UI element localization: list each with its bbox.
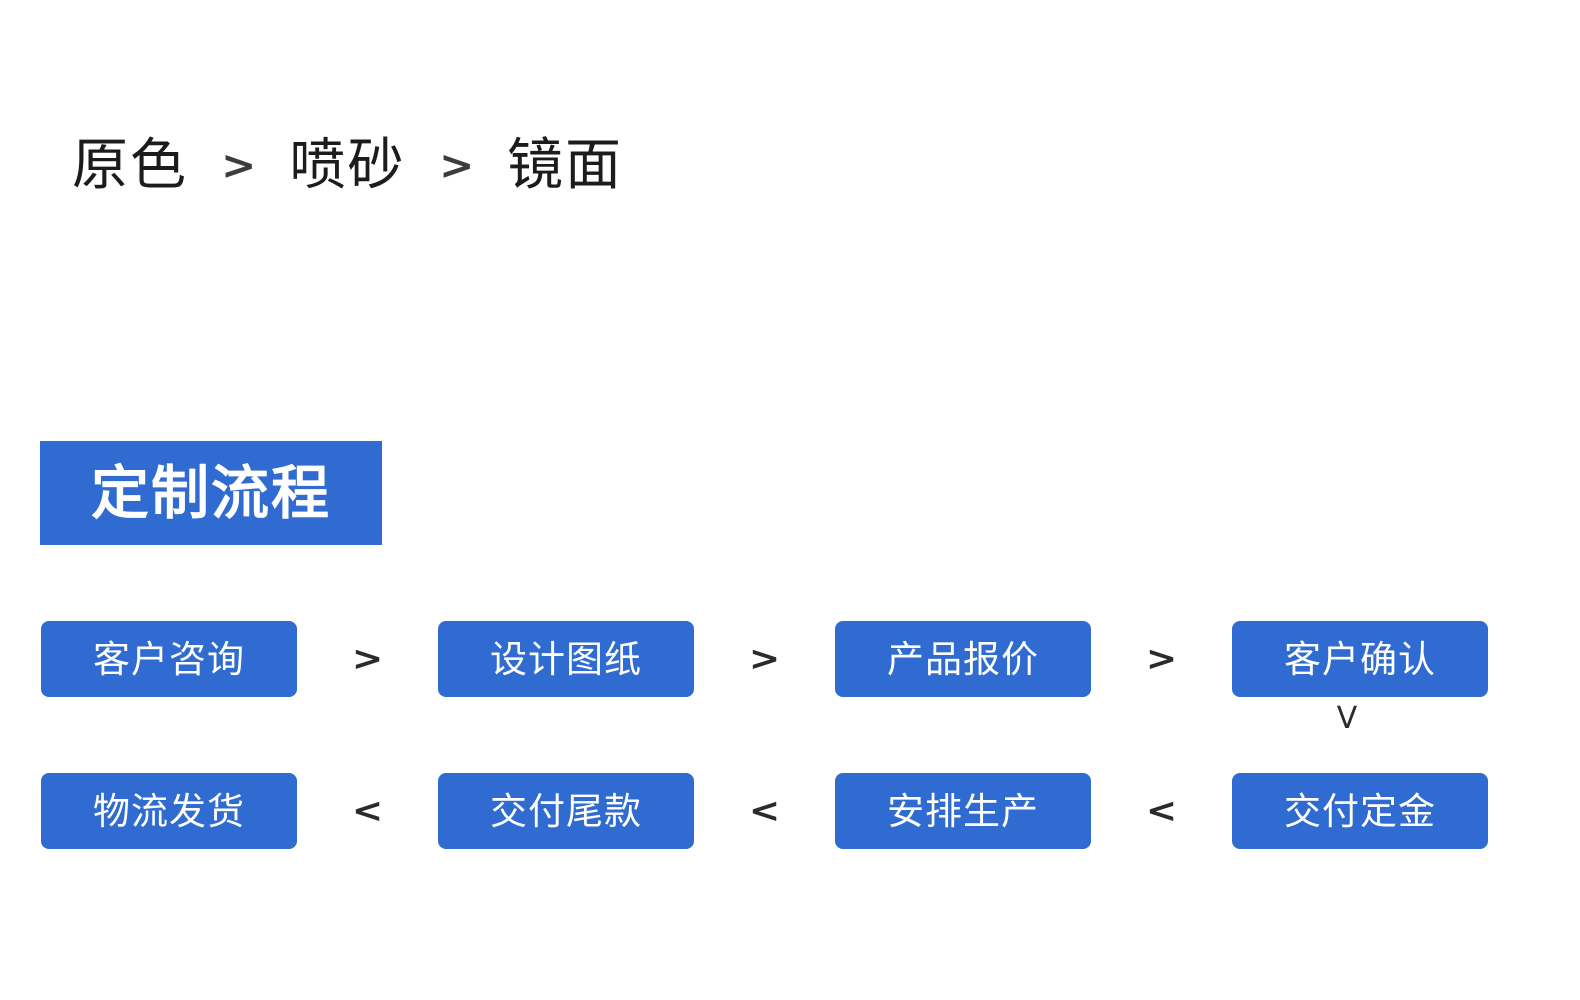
flow-step-label: 客户咨询 [93, 637, 245, 681]
flow-step-label: 产品报价 [887, 637, 1039, 681]
section-heading-custom-process: 定制流程 [40, 441, 382, 545]
finish-option-jingmian: 镜面 [507, 133, 624, 198]
finish-options-row: 原色 > 喷砂 > 镜面 [72, 118, 623, 214]
finish-option-penasha: 喷砂 [289, 133, 406, 198]
flow-row-one: 客户咨询 > 设计图纸 > 产品报价 > 客户确认 [41, 621, 1488, 697]
section-heading-label: 定制流程 [90, 459, 331, 527]
flow-step-label: 设计图纸 [490, 637, 642, 681]
chevron-right-icon: > [221, 143, 257, 189]
chevron-left-icon: < [1145, 791, 1178, 831]
flow-step-customer-inquiry[interactable]: 客户咨询 [41, 621, 297, 697]
flow-step-label: 交付定金 [1284, 789, 1436, 833]
flow-step-label: 交付尾款 [490, 789, 642, 833]
chevron-left-icon: < [748, 791, 781, 831]
flow-step-design-drawing[interactable]: 设计图纸 [438, 621, 694, 697]
chevron-left-icon: < [351, 791, 384, 831]
flow-step-product-quote[interactable]: 产品报价 [835, 621, 1091, 697]
flow-step-logistics-shipping[interactable]: 物流发货 [41, 773, 297, 849]
finish-option-yuanse: 原色 [72, 133, 188, 198]
flow-step-arrange-production[interactable]: 安排生产 [835, 773, 1091, 849]
chevron-down-icon: V [1336, 701, 1358, 736]
chevron-right-icon: > [438, 143, 474, 189]
flow-step-label: 客户确认 [1284, 637, 1436, 681]
flow-step-deposit-payment[interactable]: 交付定金 [1232, 773, 1488, 849]
chevron-right-icon: > [351, 639, 384, 679]
flow-step-label: 安排生产 [887, 789, 1039, 833]
flow-step-customer-confirm[interactable]: 客户确认 [1232, 621, 1488, 697]
custom-process-flow: 客户咨询 > 设计图纸 > 产品报价 > 客户确认 物流发货 < 交付尾款 < … [41, 621, 1488, 849]
chevron-right-icon: > [1145, 639, 1178, 679]
flow-step-final-payment[interactable]: 交付尾款 [438, 773, 694, 849]
flow-step-label: 物流发货 [93, 789, 245, 833]
flow-row-two: 物流发货 < 交付尾款 < 安排生产 < 交付定金 [41, 773, 1488, 849]
chevron-right-icon: > [748, 639, 781, 679]
